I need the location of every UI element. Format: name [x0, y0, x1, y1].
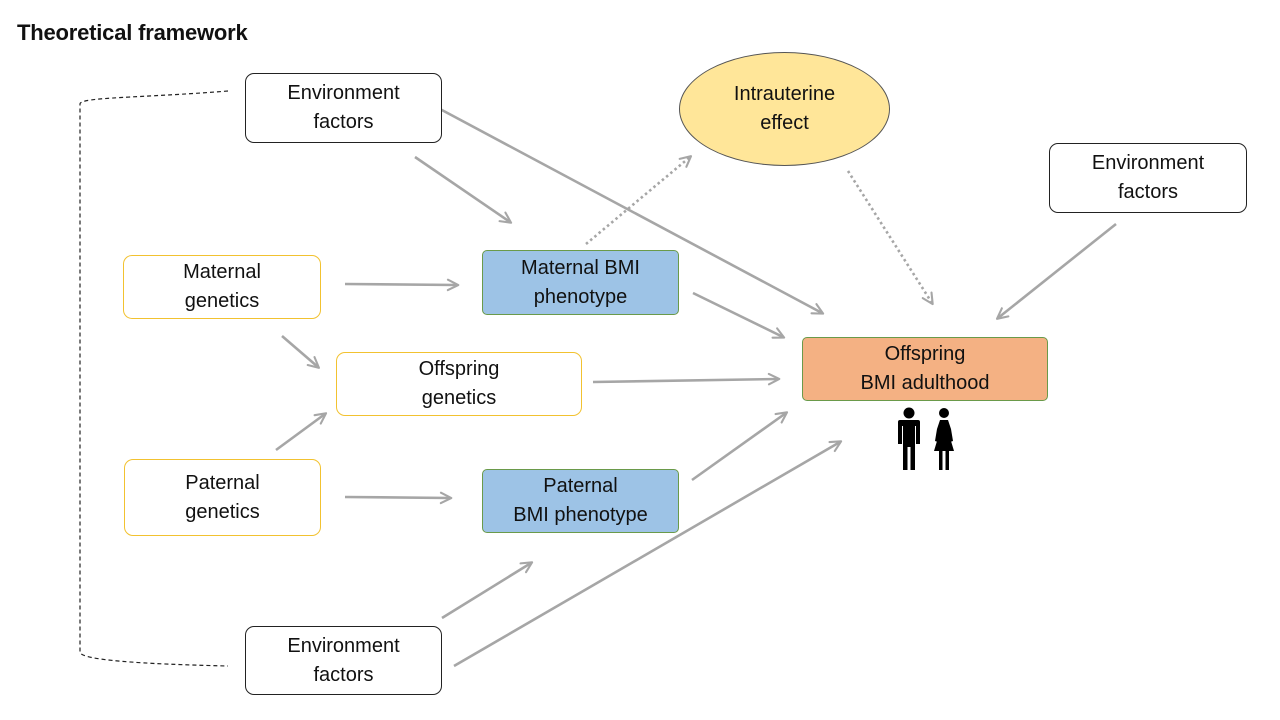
intrauterine-effect: Intrauterine effect	[679, 52, 890, 166]
arrow-envbottom-to-offspring-bmi	[453, 440, 843, 668]
arrow-envtop-to-maternal-bmi	[414, 155, 513, 224]
arrow-envtop-to-offspring-bmi	[439, 107, 825, 315]
environment-factors-top: Environment factors	[245, 73, 442, 143]
page-title: Theoretical framework	[17, 20, 248, 45]
maternal-bmi-phenotype: Maternal BMI phenotype	[482, 250, 679, 315]
environment-factors-bottom: Environment factors	[245, 626, 442, 695]
maternal-genetics: Maternal genetics	[123, 255, 321, 319]
arrow-maternal-bmi-to-offspring-bmi	[692, 291, 786, 339]
dotted-arrow-intrauterine-to-offspring-bmi	[846, 170, 934, 306]
arrow-paternal-genetics-to-paternal-bmi	[344, 491, 453, 505]
environment-factors-right: Environment factors	[1049, 143, 1247, 213]
paternal-bmi-phenotype: Paternal BMI phenotype	[482, 469, 679, 533]
arrow-paternal-genetics-to-offspring-genetics	[275, 412, 328, 452]
paternal-genetics: Paternal genetics	[124, 459, 321, 536]
arrow-maternal-genetics-to-maternal-bmi	[344, 278, 460, 292]
arrow-maternal-genetics-to-offspring-genetics	[281, 335, 321, 369]
arrow-offspring-genetics-to-offspring-bmi	[592, 372, 781, 386]
man-icon	[898, 407, 920, 470]
dotted-arrow-maternal-bmi-to-intrauterine	[585, 155, 693, 245]
arrow-paternal-bmi-to-offspring-bmi	[691, 411, 789, 482]
people-icons	[898, 407, 954, 470]
offspring-genetics: Offspring genetics	[336, 352, 582, 416]
offspring-bmi-adulthood: Offspring BMI adulthood	[802, 337, 1048, 401]
woman-icon	[934, 408, 954, 470]
arrow-envbottom-to-paternal-bmi	[441, 561, 534, 620]
dashed-bracket	[79, 90, 229, 667]
arrow-envright-to-offspring-bmi	[995, 222, 1117, 320]
